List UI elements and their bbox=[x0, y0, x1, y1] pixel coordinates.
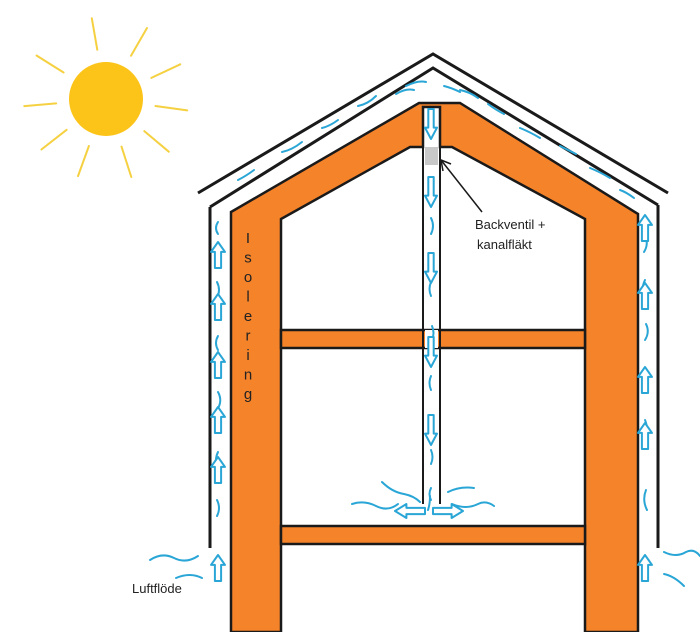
central-duct bbox=[422, 107, 441, 504]
floor-beam-lower bbox=[279, 524, 587, 546]
airflow-arrow-icon bbox=[424, 252, 438, 284]
sun-ray bbox=[120, 145, 133, 178]
airflow-squiggle bbox=[459, 89, 479, 99]
airflow-arrow-icon bbox=[424, 108, 438, 140]
sun-ray bbox=[154, 105, 189, 112]
sun-ray bbox=[90, 17, 99, 51]
airflow-arrow-icon bbox=[637, 422, 653, 450]
sun-icon bbox=[23, 17, 189, 178]
airflow-squiggle bbox=[281, 141, 303, 153]
airflow-squiggle bbox=[519, 127, 541, 139]
airflow-arrow-icon bbox=[637, 282, 653, 310]
airflow-arrow-icon bbox=[210, 456, 226, 484]
airflow-squiggle bbox=[405, 80, 427, 87]
airflow-arrow-icon bbox=[637, 554, 653, 582]
sun-ray bbox=[77, 145, 90, 178]
airflow-squiggle bbox=[443, 85, 461, 93]
airflow-squiggle bbox=[487, 103, 505, 115]
airflow-arrow-icon bbox=[637, 366, 653, 394]
airflow-squiggle bbox=[216, 499, 220, 517]
valve-label-line2: kanalfläkt bbox=[477, 237, 532, 252]
airflow-arrow-icon bbox=[210, 293, 226, 321]
airflow-squiggle bbox=[430, 449, 434, 465]
airflow-arrows bbox=[210, 108, 653, 582]
airflow-squiggle bbox=[447, 486, 475, 493]
airflow-arrow-icon bbox=[210, 351, 226, 379]
airflow-squiggle bbox=[643, 489, 648, 511]
sun-ray bbox=[130, 27, 148, 57]
airflow-squiggle bbox=[428, 375, 432, 391]
airflow-squiggle bbox=[321, 119, 339, 129]
backvalve-fan-icon bbox=[425, 147, 438, 165]
airflow-squiggle bbox=[663, 573, 685, 587]
airflow-arrow-icon bbox=[394, 503, 426, 519]
sun-ray bbox=[143, 130, 170, 153]
sun-ray bbox=[35, 54, 65, 74]
airflow-squiggle bbox=[175, 574, 203, 579]
insulation-shape bbox=[229, 101, 640, 632]
airflow-squiggle bbox=[427, 495, 431, 511]
airflow-squiggle bbox=[395, 88, 415, 95]
airflow-squiggle bbox=[215, 335, 219, 351]
airflow-label: Luftflöde bbox=[132, 581, 182, 596]
airflow-arrow-icon bbox=[210, 406, 226, 434]
airflow-squiggle bbox=[149, 554, 199, 562]
sun-ray bbox=[23, 102, 58, 108]
airflow-squiggle bbox=[357, 95, 377, 107]
airflow-squiggle bbox=[237, 169, 255, 181]
sun-ray bbox=[150, 63, 182, 79]
airflow-squiggle bbox=[589, 167, 611, 179]
airflow-arrow-icon bbox=[424, 414, 438, 446]
airflow-squiggle bbox=[619, 189, 635, 199]
valve-pointer-arrow bbox=[440, 158, 483, 213]
airflow-arrow-icon bbox=[210, 554, 226, 582]
airflow-squiggle bbox=[381, 481, 421, 503]
airflow-squiggle bbox=[430, 217, 434, 235]
airflow-squiggle bbox=[351, 501, 399, 510]
airflow-squiggle bbox=[559, 145, 577, 155]
outer-shell bbox=[197, 52, 669, 548]
airflow-squiggle bbox=[644, 323, 649, 341]
airflow-arrow-icon bbox=[432, 503, 464, 519]
sun-ray bbox=[40, 128, 68, 151]
airflow-squiggle bbox=[663, 549, 700, 557]
valve-label-line1: Backventil + bbox=[475, 217, 545, 232]
airflow-squiggle bbox=[428, 281, 432, 297]
airflow-arrow-icon bbox=[424, 336, 438, 368]
airflow-arrow-icon bbox=[424, 176, 438, 208]
airflow-squiggle bbox=[451, 501, 495, 508]
airflow-arrow-icon bbox=[210, 241, 226, 269]
airflow-arrow-icon bbox=[637, 214, 653, 242]
airflow-squiggle bbox=[215, 221, 219, 235]
